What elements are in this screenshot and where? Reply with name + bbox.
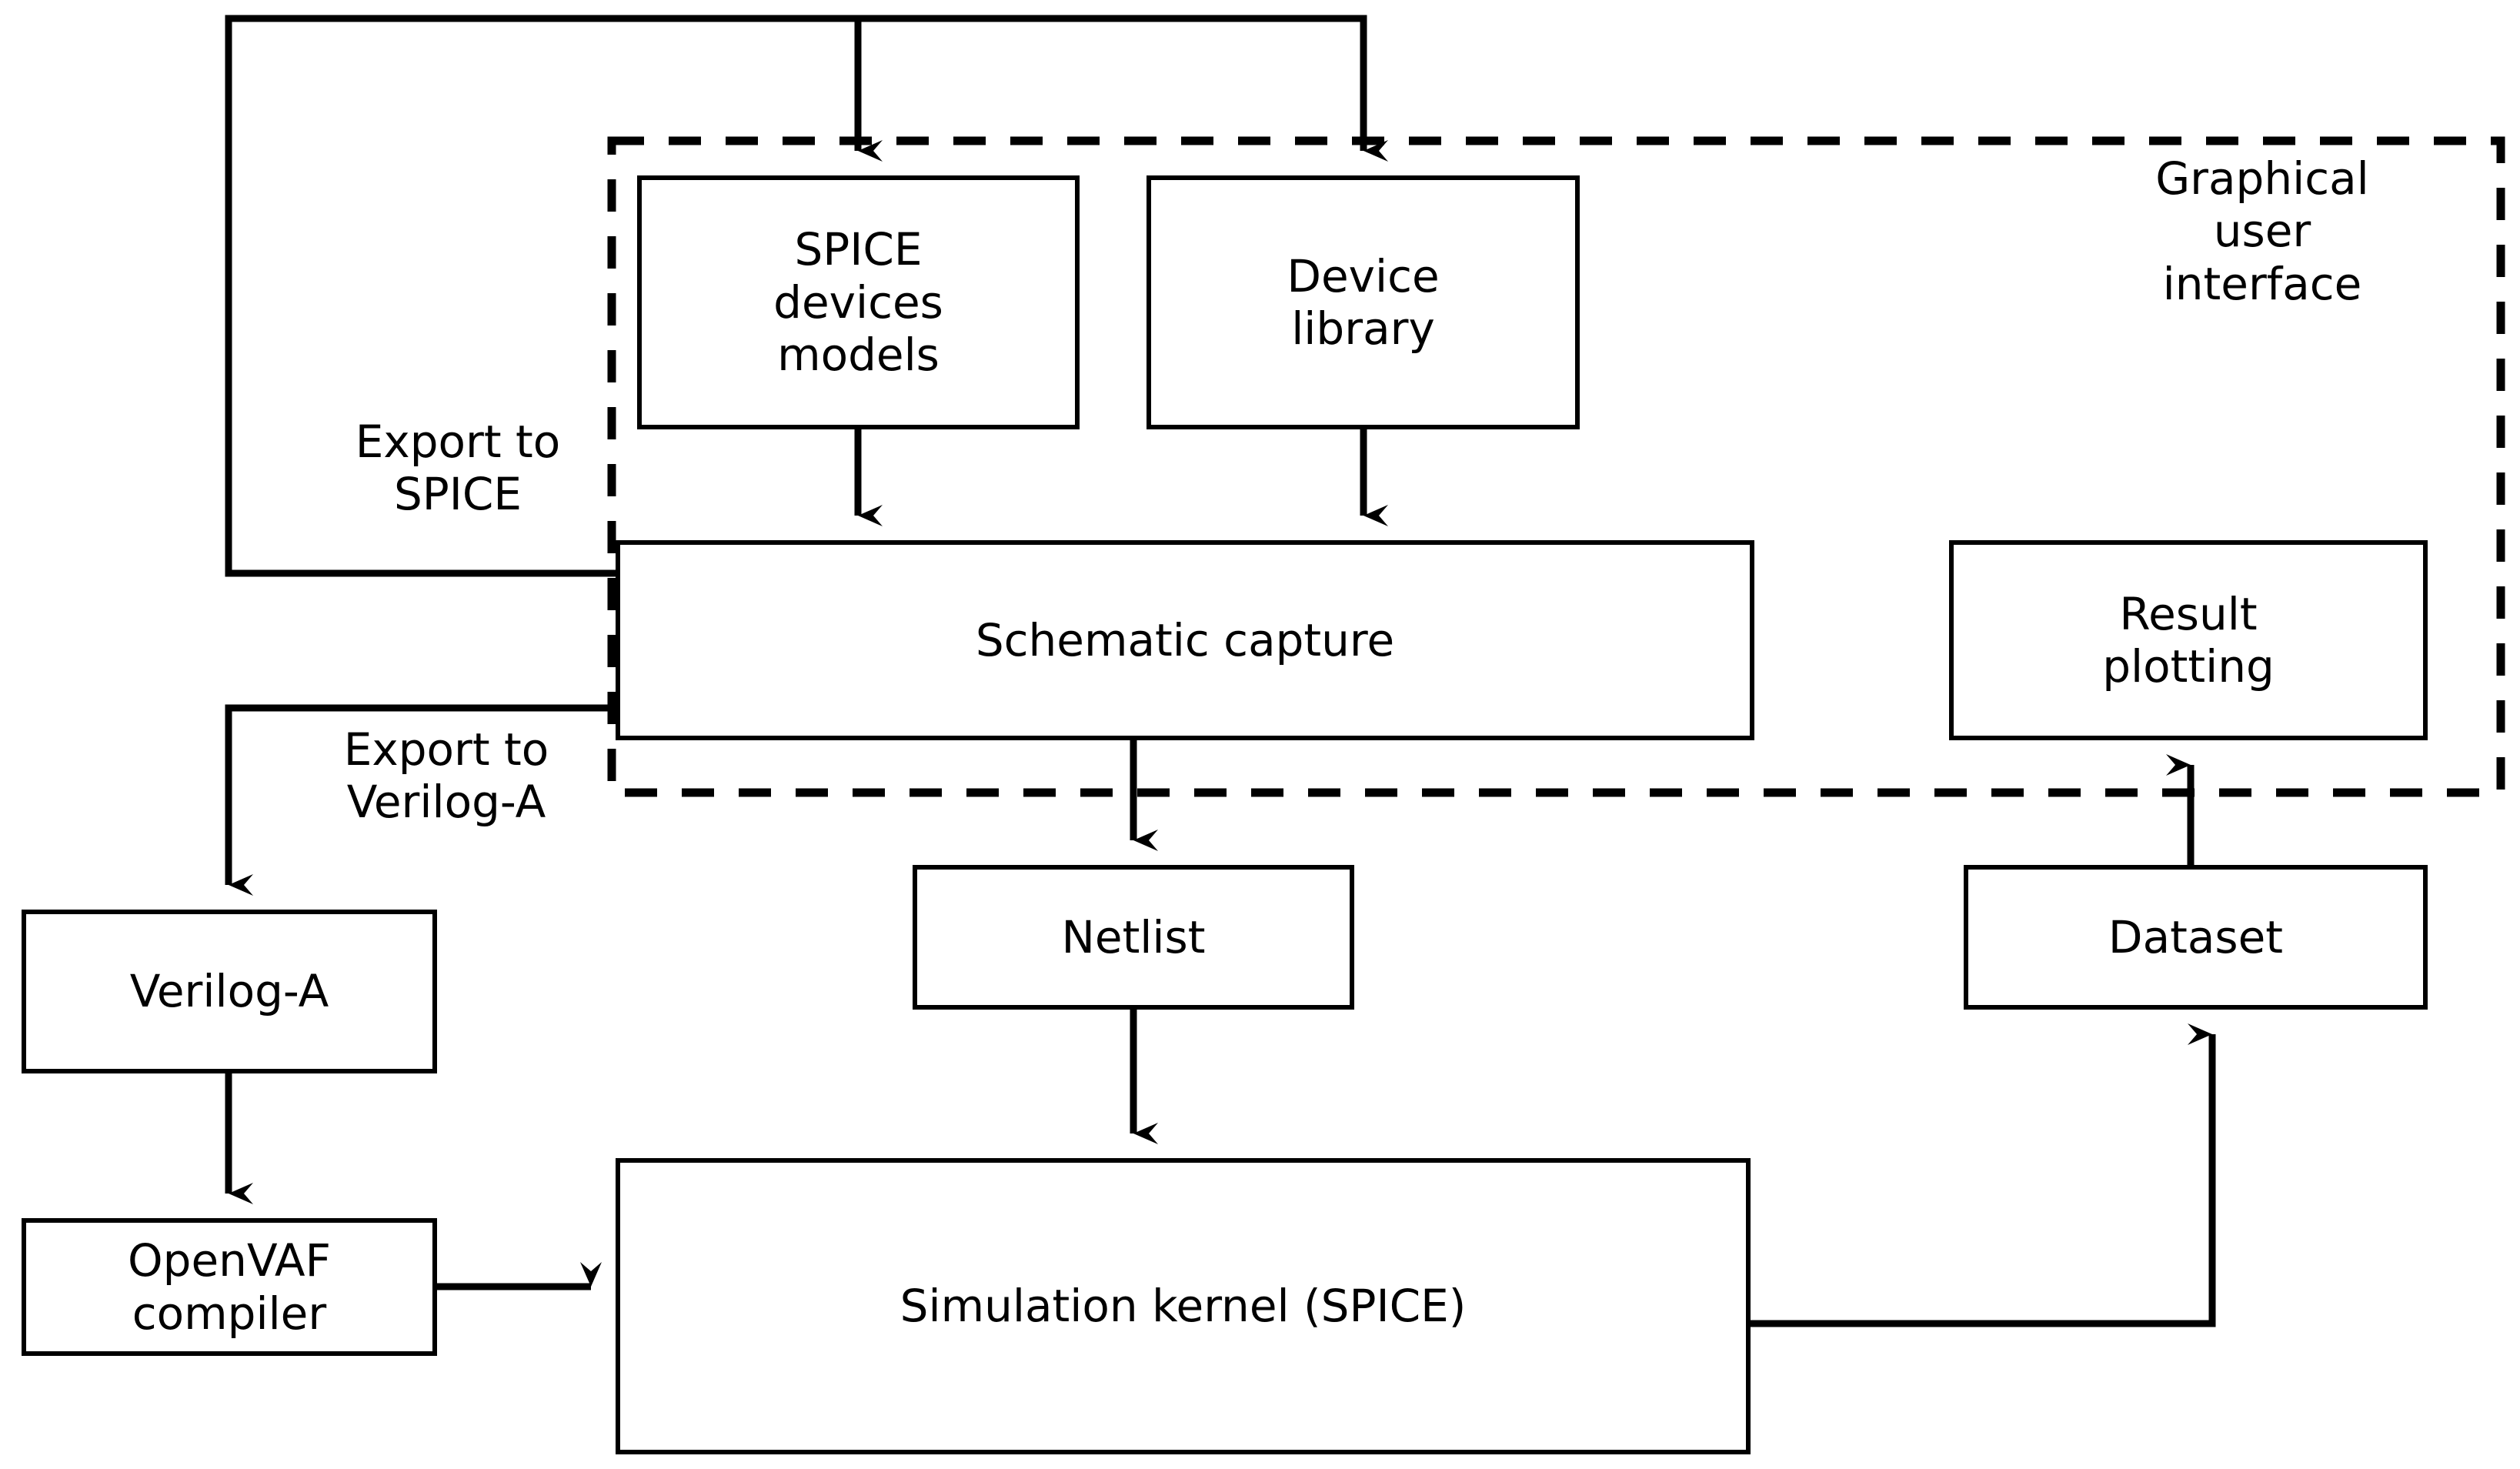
node-device-library[interactable]: Device library bbox=[1147, 175, 1580, 429]
node-label-verilog-a: Verilog-A bbox=[129, 965, 329, 1018]
region-label-graphical-user-interface: Graphical user interface bbox=[2155, 152, 2369, 310]
node-openvaf-compiler[interactable]: OpenVAF compiler bbox=[22, 1218, 437, 1356]
node-label-openvaf-compiler: OpenVAF compiler bbox=[128, 1234, 331, 1340]
edge-label-export-to-verilog-a: Export to Verilog-A bbox=[343, 723, 549, 829]
node-label-result-plotting: Result plotting bbox=[2102, 587, 2275, 693]
node-spice-devices-models[interactable]: SPICE devices models bbox=[637, 175, 1080, 429]
node-dataset[interactable]: Dataset bbox=[1964, 865, 2428, 1010]
edge-schematic-to-device-library bbox=[229, 15, 1388, 162]
node-schematic-capture[interactable]: Schematic capture bbox=[616, 540, 1754, 740]
node-netlist[interactable]: Netlist bbox=[913, 865, 1354, 1010]
node-verilog-a[interactable]: Verilog-A bbox=[22, 910, 437, 1073]
node-label-simulation-kernel: Simulation kernel (SPICE) bbox=[900, 1280, 1467, 1333]
edge-simulation-kernel-to-dataset bbox=[1751, 1023, 2216, 1327]
edge-schematic-to-verilog-a bbox=[225, 704, 616, 896]
node-label-spice-devices-models: SPICE devices models bbox=[773, 223, 943, 382]
node-simulation-kernel[interactable]: Simulation kernel (SPICE) bbox=[616, 1158, 1751, 1454]
node-result-plotting[interactable]: Result plotting bbox=[1949, 540, 2428, 740]
edge-label-export-to-spice: Export to SPICE bbox=[355, 416, 561, 521]
node-label-device-library: Device library bbox=[1287, 249, 1440, 355]
node-label-netlist: Netlist bbox=[1061, 910, 1206, 963]
gui-boundary-dashed-rect bbox=[607, 136, 2505, 797]
node-label-dataset: Dataset bbox=[2108, 910, 2284, 963]
node-label-schematic-capture: Schematic capture bbox=[975, 613, 1395, 666]
